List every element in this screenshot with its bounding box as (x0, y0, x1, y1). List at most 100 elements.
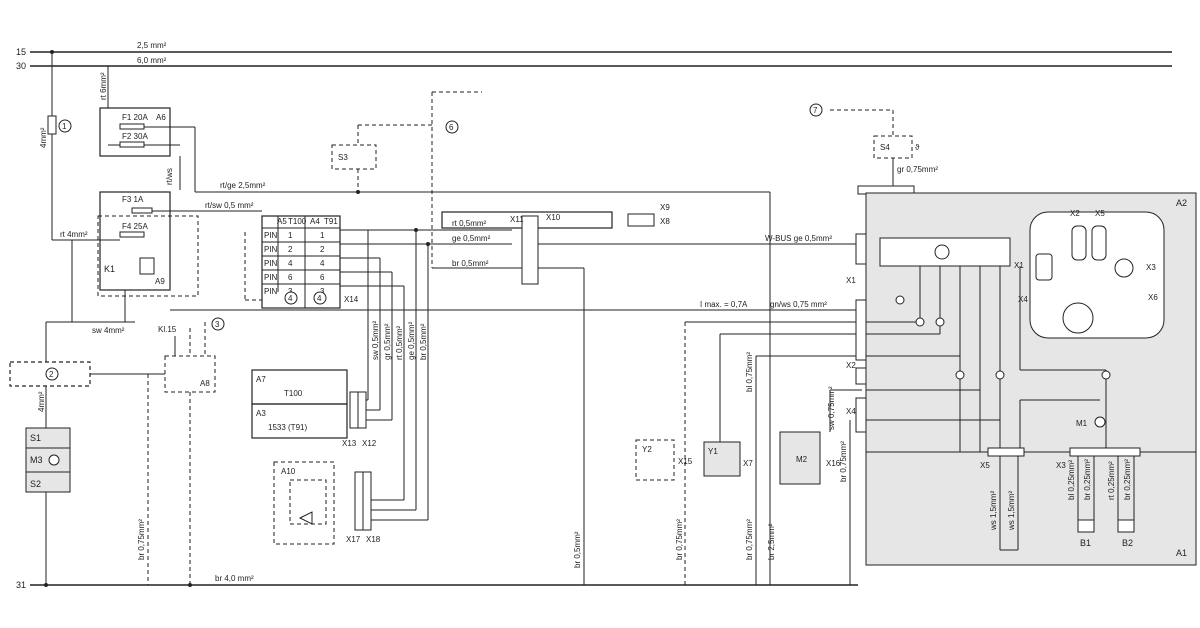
relay-k1: K1 (104, 264, 115, 274)
m1-label: M1 (1076, 419, 1088, 428)
connector-x2-inner: X2 (1070, 209, 1080, 218)
label-gr075: gr 0,75mm² (897, 165, 938, 174)
label-br05v: br 0,5mm² (573, 531, 582, 568)
switch-s3: S3 6 (331, 91, 482, 268)
b2-label: B2 (1122, 538, 1133, 548)
fuse-f3: F3 1A (122, 195, 144, 204)
kl15-label: Kl.15 (158, 325, 177, 334)
pin-head-a5: A5 (277, 217, 287, 226)
connector-x13: X13 (342, 439, 357, 448)
fuse-1 (47, 115, 57, 135)
connector-x3-inner: X3 (1146, 263, 1156, 272)
label-bl025: bl 0,25mm² (1067, 460, 1076, 500)
left-column: 1 4mm² rt 4mm² sw 4mm² 2 4mm² S1 M3 S2 (9, 50, 165, 587)
pin-row-b: 3 (320, 287, 325, 296)
fuse-f1: F1 20A (122, 113, 148, 122)
m2-label: M2 (796, 455, 808, 464)
pin-head-t91: T91 (324, 217, 338, 226)
pin-row-a: 2 (288, 245, 293, 254)
connector-x6: X6 (1148, 293, 1158, 302)
fuse-box-a6: F1 20A A6 F2 30A rt 6mm² rt/ws rt/ge 2,5… (99, 66, 771, 585)
label-imax: I max. = 0,7A (700, 300, 748, 309)
pin-row-b: 2 (320, 245, 325, 254)
pin-row-label: PIN (264, 287, 278, 296)
label-4mm: 4mm² (39, 127, 48, 148)
label-vw-ge: ge 0,5mm² (407, 321, 416, 360)
y2-label: Y2 (642, 445, 652, 454)
fuse-f2: F2 30A (122, 132, 148, 141)
callout-3: 3 (215, 320, 220, 329)
switch-s1: S1 (30, 433, 41, 443)
label-br025b: br 0,25mm² (1123, 459, 1132, 500)
a7-label: A7 (256, 375, 266, 384)
s4-label: S4 (880, 143, 890, 152)
label-br075b: br 0,75mm² (745, 519, 754, 560)
label-rtsw05: rt/sw 0,5 mm² (205, 201, 254, 210)
pin-row-b: 6 (320, 273, 325, 282)
connector-x7: X7 (743, 459, 753, 468)
label-ws15a: ws 1,5mm² (989, 491, 998, 531)
label-gnws: gn/ws 0,75 mm² (770, 300, 827, 309)
label-ge05: ge 0,5mm² (452, 234, 491, 243)
rail-30-label: 30 (16, 61, 26, 71)
rail-15-size: 2,5 mm² (137, 41, 167, 50)
label-vw-sw: sw 0,5mm² (371, 321, 380, 360)
connector-x3: X3 (1056, 461, 1066, 470)
module-a7-a3: A7 T100 A3 1533 (T91) X13 X12 (251, 369, 392, 448)
relay-box-a9: F3 1A F4 25A K1 A9 rt/sw 0,5 mm² (97, 191, 262, 322)
s4-symbol: ϑ (915, 143, 920, 152)
connector-x2: X2 (846, 361, 856, 370)
connector-x14: X14 (344, 295, 359, 304)
pin-head-t100: T100 (288, 217, 307, 226)
callout-6: 6 (449, 123, 454, 132)
connector-x11: X11 (510, 215, 524, 224)
label-br25: br 2,5mm² (767, 523, 776, 560)
motor-group-m3 (25, 427, 71, 493)
label-sw4: sw 4mm² (92, 326, 125, 335)
connector-x10-x11: X11 X10 rt 0,5mm² ge 0,5mm² br 0,5mm² br… (432, 203, 862, 585)
label-vw-br: br 0,5mm² (419, 323, 428, 360)
pin-row-label: PIN (264, 259, 278, 268)
callout-1: 1 (62, 122, 67, 131)
label-br075-left: br 0,75mm² (137, 519, 146, 560)
fuse-f4: F4 25A (122, 222, 148, 231)
pin-row-b: 1 (320, 231, 325, 240)
module-a8: Kl.15 3 A8 br 0,75mm² (137, 317, 225, 587)
label-rt05: rt 0,5mm² (452, 219, 487, 228)
module-a10: A10 X17 X18 (273, 461, 428, 545)
switch-s2: S2 (30, 479, 41, 489)
rail-30-size: 6,0 mm² (137, 56, 167, 65)
label-rtge25: rt/ge 2,5mm² (220, 181, 266, 190)
rail-31: 31 br 4,0 mm² (16, 574, 858, 590)
rail-30: 30 6,0 mm² (16, 56, 1172, 71)
a10-label: A10 (281, 467, 296, 476)
label-ws15b: ws 1,5mm² (1007, 491, 1016, 531)
pin-head-a4: A4 (310, 217, 320, 226)
label-bl075: bl 0,75mm² (745, 352, 754, 392)
switch-s4: 7 S4 ϑ gr 0,75mm² (809, 103, 938, 195)
a6-label: A6 (156, 113, 166, 122)
heater-unit-a1: A2 A1 X1 X1 X2 X4 M1 (846, 192, 1197, 566)
label-vw-rt: rt 0,5mm² (395, 325, 404, 360)
label-4mm-b: 4mm² (37, 391, 46, 412)
callout-2: 2 (49, 370, 54, 379)
a8-label: A8 (200, 379, 210, 388)
pin-row-label: PIN (264, 273, 278, 282)
connector-x18: X18 (366, 535, 381, 544)
pin-row-label: PIN (264, 231, 278, 240)
long-wires: I max. = 0,7A gn/ws 0,75 mm² bl 0,75mm² (170, 300, 862, 585)
callout-1-circle (58, 119, 72, 133)
actuators: Y2 X15 Y1 X7 M2 X16 sw 0,75mm² br 0,75mm… (635, 386, 862, 585)
wire-bundle: sw 0,5mm² gr 0,5mm² rt 0,5mm² ge 0,5mm² … (340, 228, 512, 520)
connector-x5: X5 (980, 461, 990, 470)
connector-x16: X16 (826, 459, 841, 468)
rail-15: 15 2,5 mm² (16, 41, 1172, 57)
connector-x9: X9 (660, 203, 670, 212)
label-br05: br 0,5mm² (452, 259, 489, 268)
label-wbus: W-BUS ge 0,5mm² (765, 234, 832, 243)
y1-label: Y1 (708, 447, 718, 456)
callout-4b: 4 (317, 294, 322, 303)
rail-31-size: br 4,0 mm² (215, 574, 254, 583)
rail-31-label: 31 (16, 580, 26, 590)
